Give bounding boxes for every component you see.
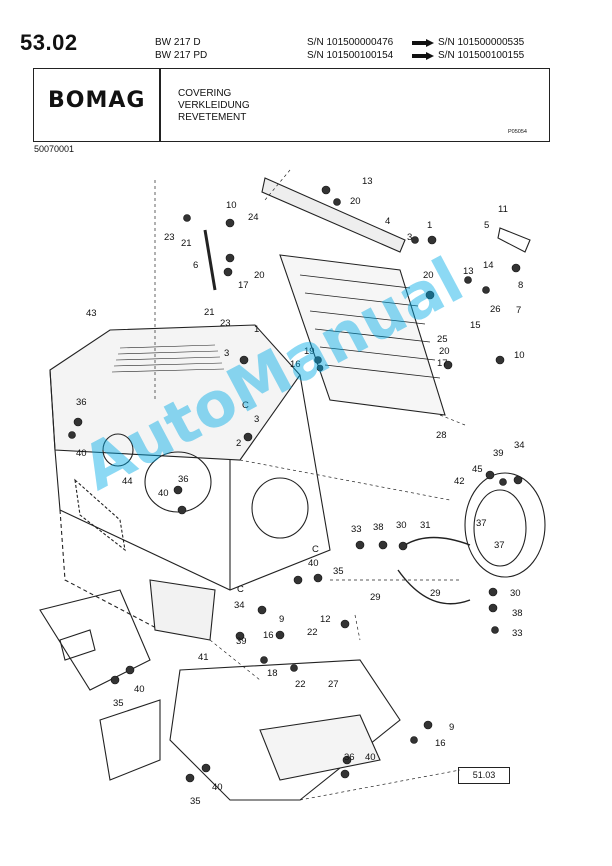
callout: 25 xyxy=(437,334,448,345)
section-number: 53.02 xyxy=(20,30,78,55)
callout: 36 xyxy=(178,474,189,485)
callout: 39 xyxy=(236,636,247,647)
figure-code: P05054 xyxy=(508,129,527,135)
callout: 18 xyxy=(267,668,278,679)
callout: 23 xyxy=(220,318,231,329)
bomag-logo: BOMAG xyxy=(48,88,146,113)
callout: 2 xyxy=(236,438,241,449)
serial-to-2: S/N 101500100155 xyxy=(438,50,525,61)
callout: 30 xyxy=(510,588,521,599)
callout: 40 xyxy=(158,488,169,499)
arrow-right-icon xyxy=(412,39,434,47)
callout: 40 xyxy=(212,782,223,793)
callout: 20 xyxy=(423,270,434,281)
callout: 38 xyxy=(512,608,523,619)
callout: 7 xyxy=(516,305,521,316)
callout: 12 xyxy=(320,614,331,625)
callout: 36 xyxy=(344,752,355,763)
callout: 17 xyxy=(437,358,448,369)
callout: 36 xyxy=(76,397,87,408)
model-line-2: BW 217 PD xyxy=(155,50,208,61)
callout: 16 xyxy=(435,738,446,749)
callout: 20 xyxy=(350,196,361,207)
callout: 10 xyxy=(514,350,525,361)
callout: 29 xyxy=(430,588,441,599)
title-fr: REVETEMENT xyxy=(178,112,247,123)
reference-box: 51.03 xyxy=(458,767,510,784)
callout: 27 xyxy=(328,679,339,690)
serial-from-2: S/N 101500100154 xyxy=(307,50,394,61)
callout: 26 xyxy=(490,304,501,315)
callout: 44 xyxy=(122,476,133,487)
callout: 33 xyxy=(351,524,362,535)
callout: 40 xyxy=(308,558,319,569)
part-label: C xyxy=(242,400,249,411)
callout: 42 xyxy=(454,476,465,487)
callout: 5 xyxy=(484,220,489,231)
callout: 35 xyxy=(113,698,124,709)
callout: 20 xyxy=(439,346,450,357)
callout: 39 xyxy=(493,448,504,459)
callout: 37 xyxy=(494,540,505,551)
callout: 29 xyxy=(370,592,381,603)
callout: 43 xyxy=(86,308,97,319)
callout: 14 xyxy=(483,260,494,271)
callout: 34 xyxy=(514,440,525,451)
part-label: C xyxy=(312,544,319,555)
callout: 31 xyxy=(420,520,431,531)
callout: 24 xyxy=(248,212,259,223)
arrow-right-icon xyxy=(412,52,434,60)
callout: 6 xyxy=(193,260,198,271)
callout: 11 xyxy=(498,204,508,215)
callout: 22 xyxy=(307,627,318,638)
callout: 16 xyxy=(290,359,301,370)
callout: 33 xyxy=(512,628,523,639)
callout: 22 xyxy=(295,679,306,690)
callout: 13 xyxy=(362,176,373,187)
title-box xyxy=(33,68,550,142)
callout: 3 xyxy=(407,232,412,243)
document-number: 50070001 xyxy=(34,144,75,154)
part-label: C xyxy=(237,584,244,595)
callout: 9 xyxy=(449,722,454,733)
callout: 9 xyxy=(279,614,284,625)
callout: 19 xyxy=(304,346,315,357)
callout: 4 xyxy=(385,216,390,227)
exploded-parts-drawing: 13 20 4 1 10 24 23 21 6 20 17 21 23 3 5 … xyxy=(39,169,546,807)
callout: 40 xyxy=(76,448,87,459)
callout: 17 xyxy=(238,280,249,291)
callout: 21 xyxy=(204,307,215,318)
serial-to-1: S/N 101500000535 xyxy=(438,37,525,48)
callout: 40 xyxy=(365,752,376,763)
callout: 3 xyxy=(254,414,259,425)
callout: 20 xyxy=(254,270,265,281)
callout: 1 xyxy=(254,324,259,335)
callout: 1 xyxy=(427,220,432,231)
title-de: VERKLEIDUNG xyxy=(178,100,250,111)
callout: 35 xyxy=(333,566,344,577)
callout: 23 xyxy=(164,232,175,243)
model-line-1: BW 217 D xyxy=(155,37,201,48)
callout: 34 xyxy=(234,600,245,611)
callout: 28 xyxy=(436,430,447,441)
callout: 10 xyxy=(226,200,237,211)
callout: 3 xyxy=(224,348,229,359)
callout: 30 xyxy=(396,520,407,531)
serial-from-1: S/N 101500000476 xyxy=(307,37,394,48)
callout: 15 xyxy=(470,320,481,331)
callout: 35 xyxy=(190,796,201,807)
callout: 41 xyxy=(198,652,209,663)
callout: 40 xyxy=(134,684,145,695)
callout: 45 xyxy=(472,464,483,475)
callout: 38 xyxy=(373,522,384,533)
callout: 21 xyxy=(181,238,192,249)
callout: 8 xyxy=(518,280,523,291)
title-en: COVERING xyxy=(178,88,232,99)
callout: 37 xyxy=(476,518,487,529)
callout: 13 xyxy=(463,266,474,277)
callout: 16 xyxy=(263,630,274,641)
